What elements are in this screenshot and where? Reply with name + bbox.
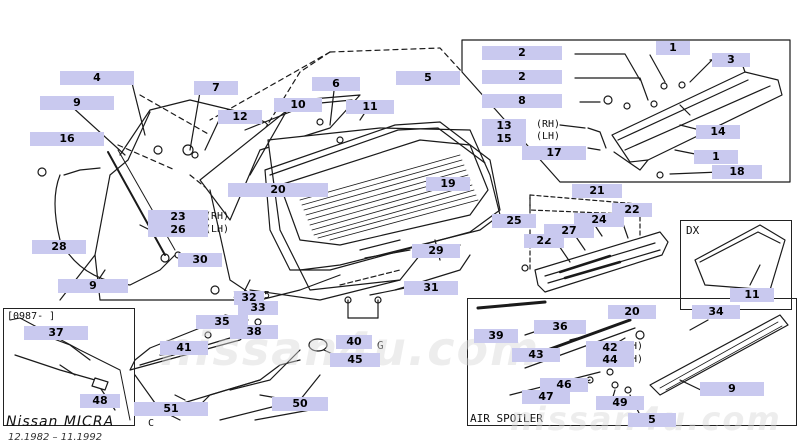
callout-c20: 20	[228, 183, 328, 197]
callout-c48: 48	[80, 394, 120, 408]
callout-c11: 11	[346, 100, 394, 114]
code-25: 25	[258, 290, 271, 301]
callout-c3: 3	[712, 53, 750, 67]
callout-c13: 13	[482, 119, 526, 133]
callout-c45: 45	[330, 353, 380, 367]
callout-c5: 5	[396, 71, 460, 85]
callout-c26: 26	[148, 223, 208, 237]
callout-c5b: 5	[628, 413, 676, 427]
callout-c34: 34	[692, 305, 740, 319]
callout-c42: 42	[586, 341, 634, 355]
callout-c41: 41	[160, 341, 208, 355]
callout-c12: 12	[218, 110, 262, 124]
air-spoiler-caption: AIR SPOILER	[470, 412, 543, 425]
callout-c18: 18	[712, 165, 762, 179]
callout-c47: 47	[522, 390, 570, 404]
callout-c7: 7	[194, 81, 238, 95]
callout-c11b: 11	[730, 288, 774, 302]
date-code: [0987- ]	[7, 311, 56, 322]
callout-c27: 27	[544, 224, 594, 238]
callout-c51: 51	[134, 402, 208, 416]
callout-c9c: 9	[700, 382, 764, 396]
dx-label: DX	[686, 224, 700, 237]
callout-c19: 19	[426, 177, 470, 191]
callout-c8: 8	[482, 94, 562, 108]
callout-c23: 23	[148, 210, 208, 224]
callout-c17: 17	[522, 146, 586, 160]
callout-c6: 6	[312, 77, 360, 91]
callout-c9: 9	[40, 96, 114, 110]
callout-c39: 39	[474, 329, 518, 343]
callout-c49: 49	[596, 396, 644, 410]
callout-c43: 43	[512, 348, 560, 362]
callout-c28: 28	[32, 240, 86, 254]
callout-c24: 24	[574, 213, 624, 227]
callout-c50: 50	[272, 397, 328, 411]
callout-c38: 38	[230, 325, 278, 339]
callout-c2: 2	[482, 46, 562, 60]
rh-note-1: (RH)	[536, 119, 561, 130]
corner-c: C	[148, 418, 155, 429]
callout-c37: 37	[24, 326, 88, 340]
callout-c36: 36	[534, 320, 586, 334]
callout-c1: 1	[656, 41, 690, 55]
callout-c40: 40	[336, 335, 372, 349]
callout-c29: 29	[412, 244, 460, 258]
callout-c10: 10	[274, 98, 322, 112]
callout-c33: 33	[238, 301, 278, 315]
left-detail-box	[3, 308, 135, 426]
model-name: Nissan MICRA	[6, 414, 115, 430]
lh-note-2: (LH)	[205, 224, 230, 235]
callout-c25: 25	[492, 214, 536, 228]
callout-c20b: 20	[608, 305, 656, 319]
callout-c2b: 2	[482, 70, 562, 84]
production-period: 12.1982 – 11.1992	[8, 432, 103, 443]
callout-c14: 14	[696, 125, 740, 139]
callout-c1b: 1	[694, 150, 738, 164]
callout-c30: 30	[178, 253, 222, 267]
g-mark: G	[377, 339, 384, 352]
callout-c21: 21	[572, 184, 622, 198]
callout-c15: 15	[482, 132, 526, 146]
callout-c46: 46	[540, 378, 588, 392]
callout-c4: 4	[60, 71, 134, 85]
callout-c16: 16	[30, 132, 104, 146]
callout-c31: 31	[404, 281, 458, 295]
callout-c44: 44	[586, 353, 634, 367]
lh-note-1: (LH)	[536, 131, 561, 142]
rh-note-2: (RH)	[205, 211, 230, 222]
callout-c9b: 9	[58, 279, 128, 293]
